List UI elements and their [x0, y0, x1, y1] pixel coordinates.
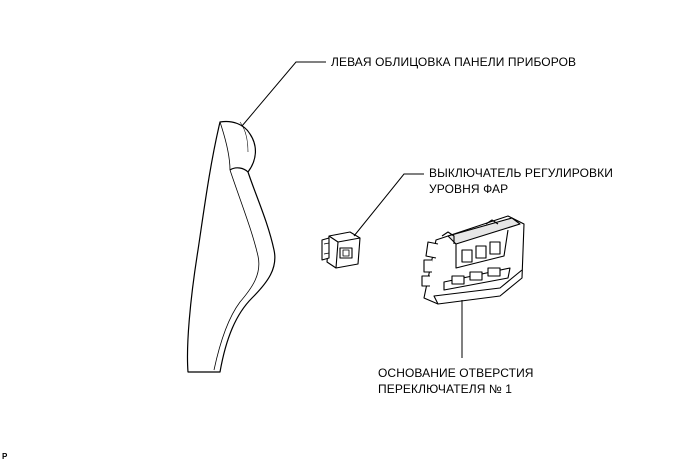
left-instrument-panel-trim-label: ЛЕВАЯ ОБЛИЦОВКА ПАНЕЛИ ПРИБОРОВ: [331, 55, 577, 69]
switch-hole-base-label-line1: ОСНОВАНИЕ ОТВЕРСТИЯ: [378, 366, 534, 380]
leader-line-panel-trim: [241, 61, 326, 127]
headlight-leveling-switch-part: [321, 231, 361, 269]
leader-lines: [241, 61, 463, 358]
switch-hole-base-label-line2: ПЕРЕКЛЮЧАТЕЛЯ № 1: [378, 382, 513, 396]
corner-mark: P: [2, 452, 8, 461]
headlight-leveling-switch-label-line1: ВЫКЛЮЧАТЕЛЬ РЕГУЛИРОВКИ: [429, 166, 613, 180]
leader-line-switch: [353, 173, 424, 237]
headlight-leveling-switch-label-line2: УРОВНЯ ФАР: [429, 182, 509, 196]
left-instrument-panel-trim-part: [186, 120, 276, 373]
switch-hole-base-part: [421, 215, 525, 305]
